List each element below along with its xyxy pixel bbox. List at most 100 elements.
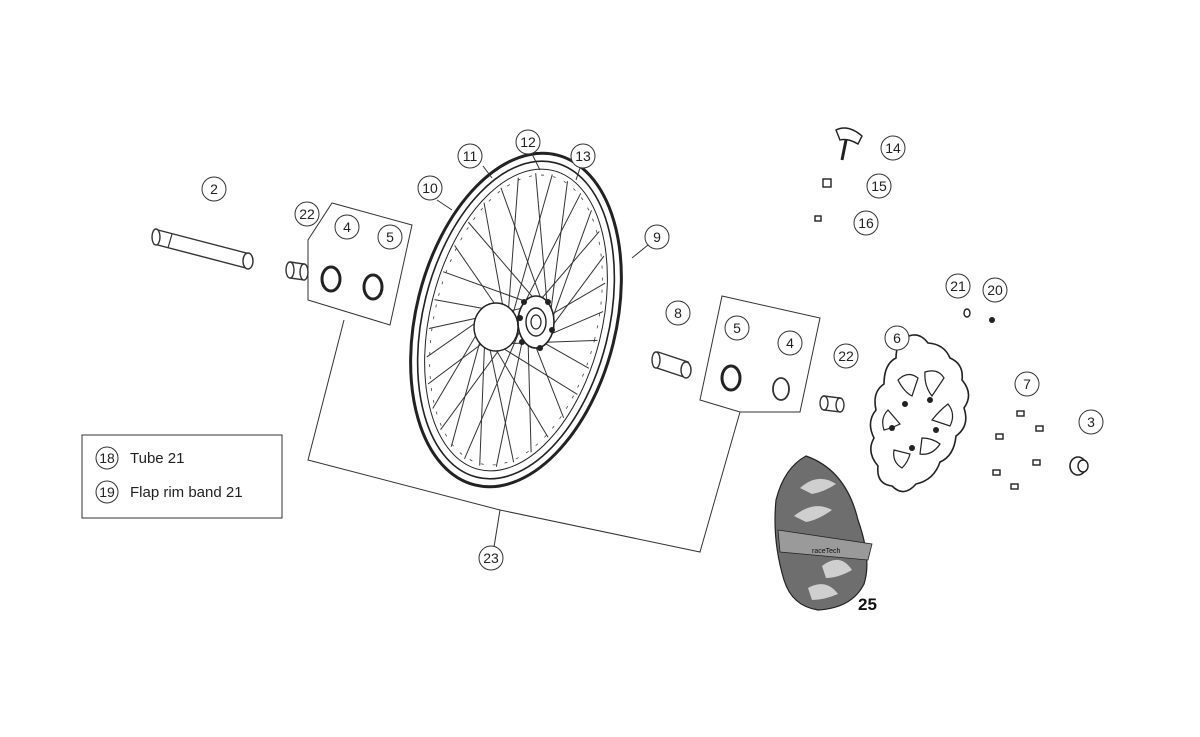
bearing-right-part <box>720 364 742 392</box>
spacer-left-part <box>285 261 309 281</box>
spoke-line <box>479 333 486 466</box>
spoke-line <box>483 202 505 311</box>
legend-box: 18 Tube 21 19 Flap rim band 21 <box>81 434 283 519</box>
washer-part <box>963 308 971 318</box>
callout-number: 12 <box>520 134 536 150</box>
callout-number: 3 <box>1087 414 1095 430</box>
callout-circle <box>478 545 504 571</box>
leader-line <box>631 244 649 259</box>
spoke-line <box>450 326 485 447</box>
legend-item-rim-band: 19 Flap rim band 21 <box>95 480 243 504</box>
callout-circle <box>417 175 443 201</box>
spoke-line <box>538 339 590 369</box>
leader-line <box>531 153 541 171</box>
callout-circle <box>884 325 910 351</box>
spoke-line <box>500 187 545 308</box>
brake-disc-part <box>869 334 970 493</box>
callout-number: 4 <box>343 219 351 235</box>
callout-number: 4 <box>786 335 794 351</box>
spoke-line <box>442 271 534 305</box>
legend-item-rim-band-label: Flap rim band 21 <box>130 484 243 501</box>
spoke-line <box>532 339 565 418</box>
spoke-line <box>468 221 540 305</box>
wheel-rim-part <box>409 151 623 489</box>
callout-number: 14 <box>885 140 901 156</box>
callout-circle <box>570 143 596 169</box>
callout-circle <box>515 129 541 155</box>
callout-circle <box>457 143 483 169</box>
callout-circle <box>1078 409 1104 435</box>
disc-screws-part <box>992 410 1044 490</box>
callout-circle <box>1014 371 1040 397</box>
wheel-hub-part <box>473 295 555 352</box>
callout-circle <box>880 135 906 161</box>
callout-number: 6 <box>893 330 901 346</box>
callout-number: 23 <box>483 550 499 566</box>
callout-circle <box>294 201 320 227</box>
assembly-bracket-lines <box>307 319 741 553</box>
callout-number: 22 <box>838 348 854 364</box>
seal-left-part <box>320 265 342 293</box>
callout-number: 13 <box>575 148 591 164</box>
valve-nut-part <box>814 215 822 222</box>
callout-number: 5 <box>386 229 394 245</box>
callout-number: 10 <box>422 180 438 196</box>
callout-number: 2 <box>210 181 218 197</box>
small-nut-part <box>989 317 995 323</box>
callout-number: 11 <box>463 148 478 164</box>
left-bearing-group-box <box>307 202 413 326</box>
spoke-line <box>549 210 592 327</box>
legend-item-rim-band-num: 19 <box>99 484 115 500</box>
callout-circle <box>665 300 691 326</box>
spoke-line <box>495 331 525 467</box>
callout-number: 21 <box>950 278 966 294</box>
disc-guard-brand-text: raceTech <box>812 548 841 555</box>
legend-item-tube-label: Tube 21 <box>130 450 185 467</box>
callout-circle <box>777 330 803 356</box>
callout-number: 5 <box>733 320 741 336</box>
spoke-line <box>535 173 549 313</box>
spoke-line <box>454 245 499 310</box>
callout-number: 9 <box>653 229 661 245</box>
bearing-left-part <box>362 273 384 301</box>
spoke-line <box>497 344 578 395</box>
valve-part <box>835 127 863 161</box>
spoke-line <box>491 343 549 438</box>
spoke-line <box>543 311 604 338</box>
callout-circle <box>724 315 750 341</box>
spacer-right-part <box>819 395 845 413</box>
callout-circle <box>866 173 892 199</box>
leader-line <box>482 165 493 179</box>
leader-line <box>575 167 581 181</box>
right-bearing-group-box <box>699 295 821 413</box>
valve-cap-part <box>822 178 832 188</box>
spoke-line <box>507 177 519 315</box>
spacer-hub-part <box>651 351 692 379</box>
spoke-line <box>510 174 553 321</box>
spoke-line <box>503 339 598 345</box>
callout-number: 7 <box>1023 376 1031 392</box>
callout-number: 20 <box>987 282 1003 298</box>
callout-circle <box>853 210 879 236</box>
callout-number: 16 <box>858 215 874 231</box>
leader-line <box>436 199 453 211</box>
callout-circle <box>201 176 227 202</box>
seal-right-part <box>772 377 790 401</box>
callout-circle <box>644 224 670 250</box>
callout-number: 22 <box>299 206 315 222</box>
legend-item-tube-num: 18 <box>99 450 115 466</box>
callout-circle <box>334 214 360 240</box>
callout-circle <box>945 273 971 299</box>
disc-guard-part: raceTech <box>774 455 873 611</box>
spoke-line <box>464 324 523 459</box>
spoke-line <box>547 255 605 333</box>
callout-circle <box>377 224 403 250</box>
callout-number: 15 <box>871 178 887 194</box>
disc-guard-label: 25 <box>858 595 877 614</box>
callout-number: 8 <box>674 305 682 321</box>
callout-circle <box>833 343 859 369</box>
axle-nut-part <box>1069 456 1089 476</box>
callout-circle <box>982 277 1008 303</box>
